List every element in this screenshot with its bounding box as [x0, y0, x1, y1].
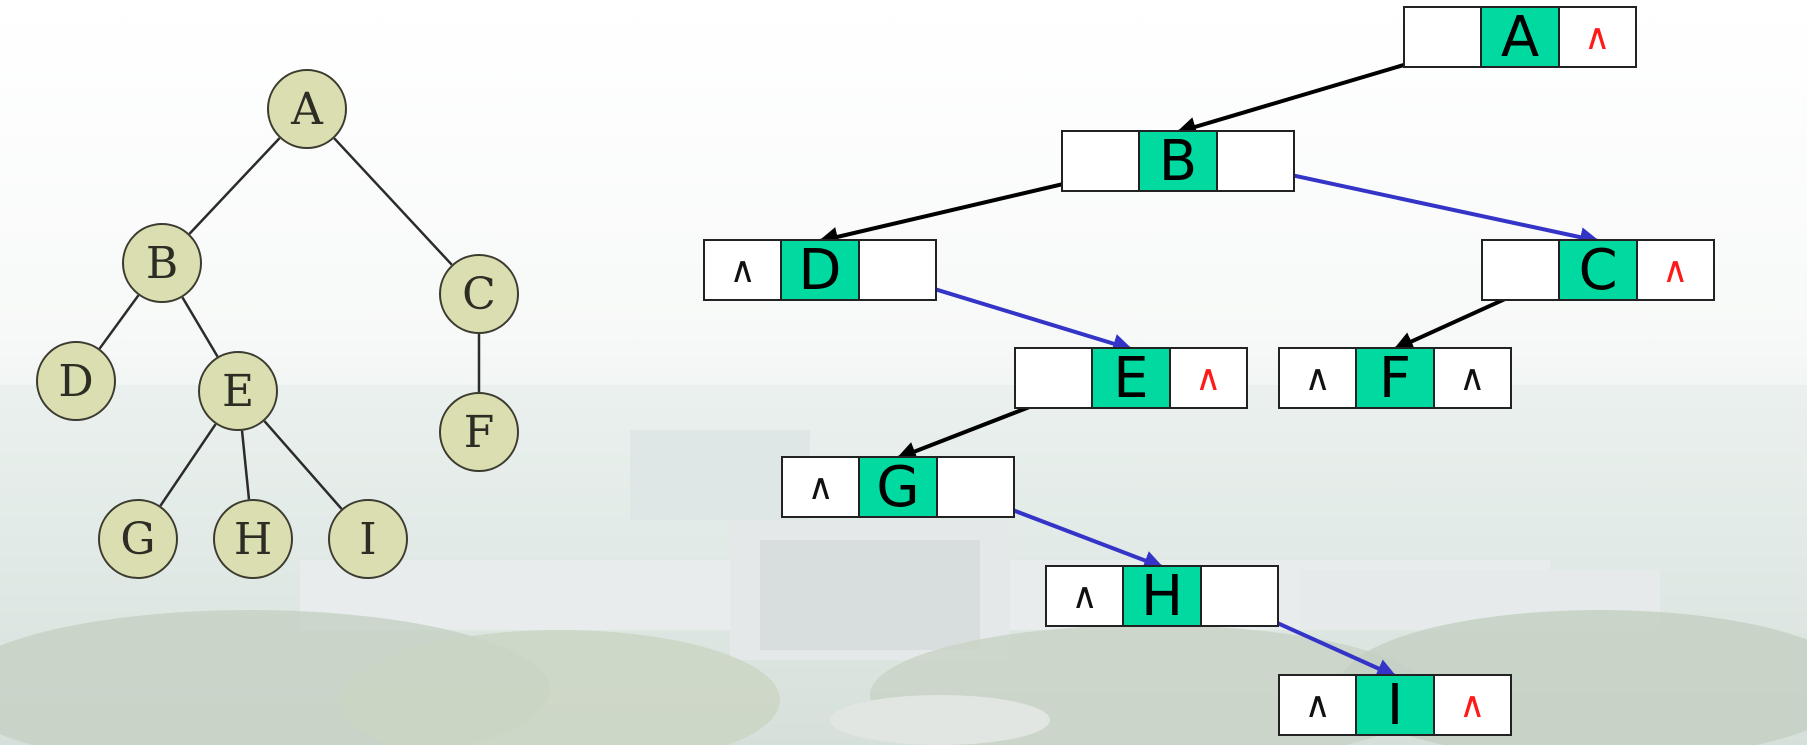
- next-sibling-pointer: ∧: [1195, 357, 1222, 399]
- tree-node-label: D: [58, 355, 94, 407]
- binary-node-e: E∧: [1014, 346, 1248, 411]
- sibling-link-b-c: [1239, 162, 1600, 247]
- data-cell: E: [1093, 346, 1171, 411]
- tree-edge-a-b: [188, 137, 281, 235]
- first-child-pointer: [1405, 8, 1483, 66]
- first-child-pointer: ∧: [1047, 567, 1125, 625]
- data-cell: H: [1124, 564, 1202, 629]
- tree-node-i: I: [328, 499, 408, 579]
- data-cell: A: [1482, 5, 1560, 70]
- tree-edge-e-g: [159, 423, 217, 507]
- tree-node-label: B: [145, 237, 179, 289]
- first-child-pointer: ∧: [1280, 676, 1358, 734]
- next-sibling-pointer: [860, 241, 935, 299]
- tree-node-e: E: [198, 351, 278, 431]
- binary-node-b: B: [1061, 129, 1295, 194]
- next-sibling-pointer: ∧: [1459, 357, 1486, 399]
- binary-node-h: ∧H: [1045, 564, 1279, 629]
- data-cell: B: [1140, 129, 1218, 194]
- tree-node-label: G: [120, 513, 156, 565]
- tree-node-label: A: [291, 83, 323, 135]
- tree-edge-e-h: [240, 430, 251, 500]
- binary-node-f: ∧F∧: [1278, 346, 1512, 411]
- tree-node-c: C: [439, 254, 519, 334]
- tree-node-label: F: [463, 406, 495, 458]
- next-sibling-pointer: ∧: [1459, 684, 1486, 726]
- binary-node-i: ∧I∧: [1278, 673, 1512, 738]
- tree-edge-a-c: [333, 137, 453, 266]
- tree-edge-e-i: [263, 420, 343, 510]
- binary-node-c: C∧: [1481, 238, 1715, 303]
- next-sibling-pointer: [1202, 567, 1277, 625]
- tree-node-a: A: [267, 69, 347, 149]
- binary-node-d: ∧D: [703, 238, 937, 303]
- data-cell: G: [860, 455, 938, 520]
- tree-edge-b-d: [98, 294, 140, 350]
- next-sibling-pointer: ∧: [1584, 16, 1611, 58]
- first-child-pointer: [1016, 349, 1094, 407]
- tree-node-label: E: [221, 365, 255, 417]
- first-child-pointer: [1063, 132, 1141, 190]
- tree-node-f: F: [439, 392, 519, 472]
- tree-node-g: G: [98, 499, 178, 579]
- data-cell: C: [1560, 238, 1638, 303]
- tree-edge-b-e: [181, 296, 219, 358]
- data-cell: I: [1357, 673, 1435, 738]
- next-sibling-pointer: [938, 458, 1013, 516]
- first-child-pointer: ∧: [783, 458, 861, 516]
- tree-node-label: I: [359, 513, 377, 565]
- tree-node-label: H: [233, 513, 273, 565]
- first-child-pointer: ∧: [1280, 349, 1358, 407]
- data-cell: D: [782, 238, 860, 303]
- first-child-pointer: [1483, 241, 1561, 299]
- tree-node-h: H: [213, 499, 293, 579]
- tree-node-label: C: [462, 268, 496, 320]
- binary-node-g: ∧G: [781, 455, 1015, 520]
- tree-node-b: B: [122, 223, 202, 303]
- next-sibling-pointer: ∧: [1662, 249, 1689, 291]
- data-cell: F: [1357, 346, 1435, 411]
- tree-node-d: D: [36, 341, 116, 421]
- first-child-pointer: ∧: [705, 241, 783, 299]
- binary-node-a: A∧: [1403, 5, 1637, 70]
- next-sibling-pointer: [1218, 132, 1293, 190]
